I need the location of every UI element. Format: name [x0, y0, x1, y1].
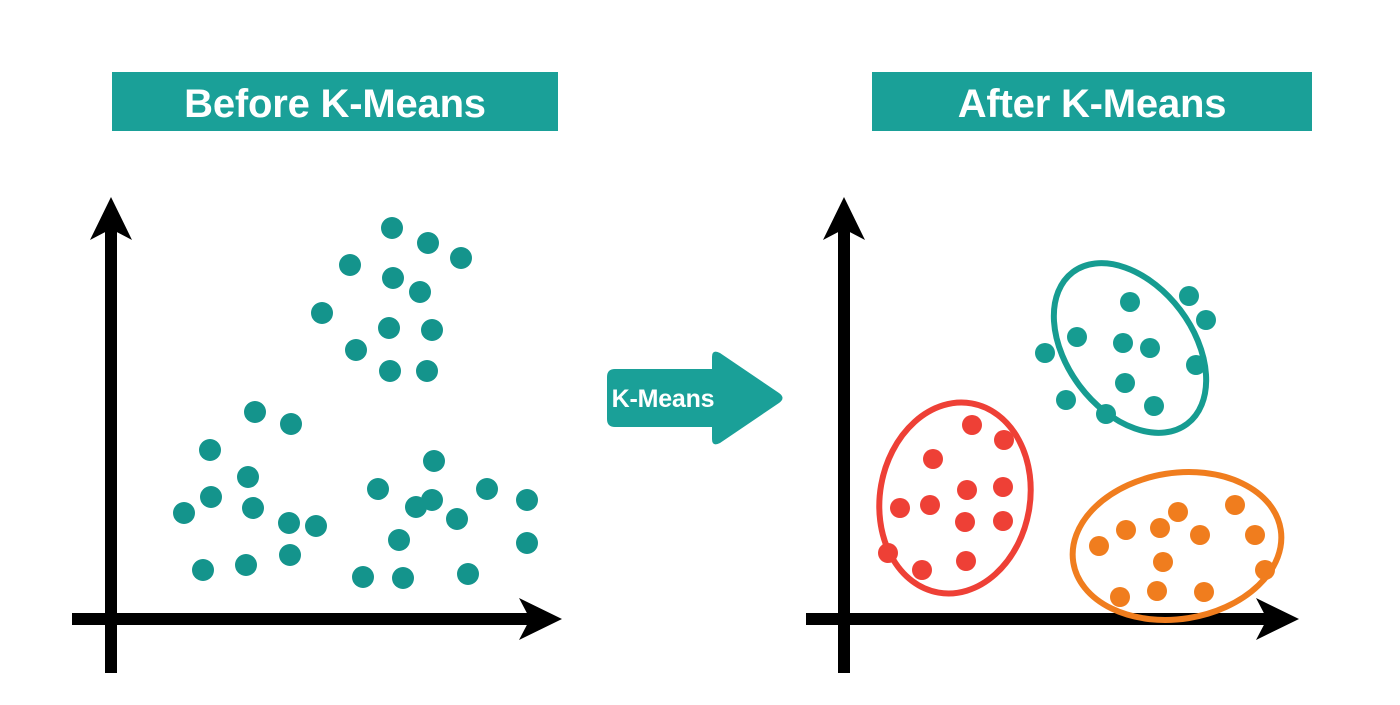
- data-point: [1168, 502, 1188, 522]
- data-point: [244, 401, 266, 423]
- data-point: [1110, 587, 1130, 607]
- data-point: [1089, 536, 1109, 556]
- data-point: [311, 302, 333, 324]
- data-point: [280, 413, 302, 435]
- cluster-orange: [1069, 469, 1285, 623]
- cluster-red: [876, 399, 1034, 597]
- data-point: [421, 319, 443, 341]
- cluster-red-outline: [876, 399, 1034, 597]
- cluster-orange-outline: [1069, 469, 1285, 623]
- arrow-label-text: K-Means: [612, 385, 715, 413]
- before-x-axis-line: [72, 613, 535, 625]
- data-point: [516, 532, 538, 554]
- data-point: [1179, 286, 1199, 306]
- data-point: [409, 281, 431, 303]
- cluster-teal-outline: [1050, 260, 1210, 436]
- data-point: [392, 567, 414, 589]
- data-point: [1255, 560, 1275, 580]
- after-y-axis-arrowhead: [823, 197, 865, 240]
- data-point: [1120, 292, 1140, 312]
- after-x-axis-arrowhead: [1256, 598, 1299, 640]
- data-point: [378, 317, 400, 339]
- data-point: [242, 497, 264, 519]
- data-point: [237, 466, 259, 488]
- data-point: [305, 515, 327, 537]
- data-point: [199, 439, 221, 461]
- data-point: [1056, 390, 1076, 410]
- data-point: [279, 544, 301, 566]
- data-point: [417, 232, 439, 254]
- data-point: [994, 430, 1014, 450]
- before-scatter-points: [173, 217, 538, 589]
- data-point: [278, 512, 300, 534]
- before-title-text: Before K-Means: [184, 82, 486, 126]
- data-point: [382, 267, 404, 289]
- cluster-teal: [1035, 260, 1216, 436]
- data-point: [1035, 343, 1055, 363]
- data-point: [476, 478, 498, 500]
- data-point: [957, 480, 977, 500]
- kmeans-transform-arrow: K-Means: [607, 351, 783, 445]
- data-point: [457, 563, 479, 585]
- data-point: [1190, 525, 1210, 545]
- data-point: [416, 360, 438, 382]
- data-point: [923, 449, 943, 469]
- arrow-shape: [607, 351, 783, 445]
- data-point: [962, 415, 982, 435]
- data-point: [1150, 518, 1170, 538]
- data-point: [379, 360, 401, 382]
- data-point: [1147, 581, 1167, 601]
- data-point: [405, 496, 427, 518]
- data-point: [446, 508, 468, 530]
- data-point: [423, 450, 445, 472]
- data-point: [345, 339, 367, 361]
- before-y-axis-line: [105, 218, 117, 673]
- data-point: [388, 529, 410, 551]
- data-point: [339, 254, 361, 276]
- data-point: [1225, 495, 1245, 515]
- before-x-axis-arrowhead: [519, 598, 562, 640]
- data-point: [352, 566, 374, 588]
- after-title-text: After K-Means: [958, 82, 1227, 126]
- data-point: [1140, 338, 1160, 358]
- data-point: [381, 217, 403, 239]
- data-point: [1245, 525, 1265, 545]
- data-point: [1067, 327, 1087, 347]
- data-point: [173, 502, 195, 524]
- data-point: [1113, 333, 1133, 353]
- data-point: [993, 477, 1013, 497]
- data-point: [878, 543, 898, 563]
- data-point: [1144, 396, 1164, 416]
- data-point: [890, 498, 910, 518]
- data-point: [1115, 373, 1135, 393]
- data-point: [450, 247, 472, 269]
- before-y-axis-arrowhead: [90, 197, 132, 240]
- data-point: [192, 559, 214, 581]
- after-banner-rect: [872, 72, 1312, 131]
- data-point: [516, 489, 538, 511]
- data-point: [1116, 520, 1136, 540]
- after-y-axis-line: [838, 218, 850, 673]
- data-point: [1186, 355, 1206, 375]
- data-point: [1096, 404, 1116, 424]
- before-banner-rect: [112, 72, 558, 131]
- data-point: [235, 554, 257, 576]
- data-point: [1196, 310, 1216, 330]
- data-point: [956, 551, 976, 571]
- after-title-banner: After K-Means: [872, 72, 1312, 131]
- data-point: [367, 478, 389, 500]
- data-point: [200, 486, 222, 508]
- data-point: [1194, 582, 1214, 602]
- after-cluster-groups: [876, 260, 1285, 623]
- data-point: [1153, 552, 1173, 572]
- before-title-banner: Before K-Means: [112, 72, 558, 131]
- data-point: [993, 511, 1013, 531]
- before-panel-axes: [72, 197, 562, 673]
- data-point: [920, 495, 940, 515]
- data-point: [955, 512, 975, 532]
- data-point: [912, 560, 932, 580]
- after-panel-axes: [806, 197, 1299, 673]
